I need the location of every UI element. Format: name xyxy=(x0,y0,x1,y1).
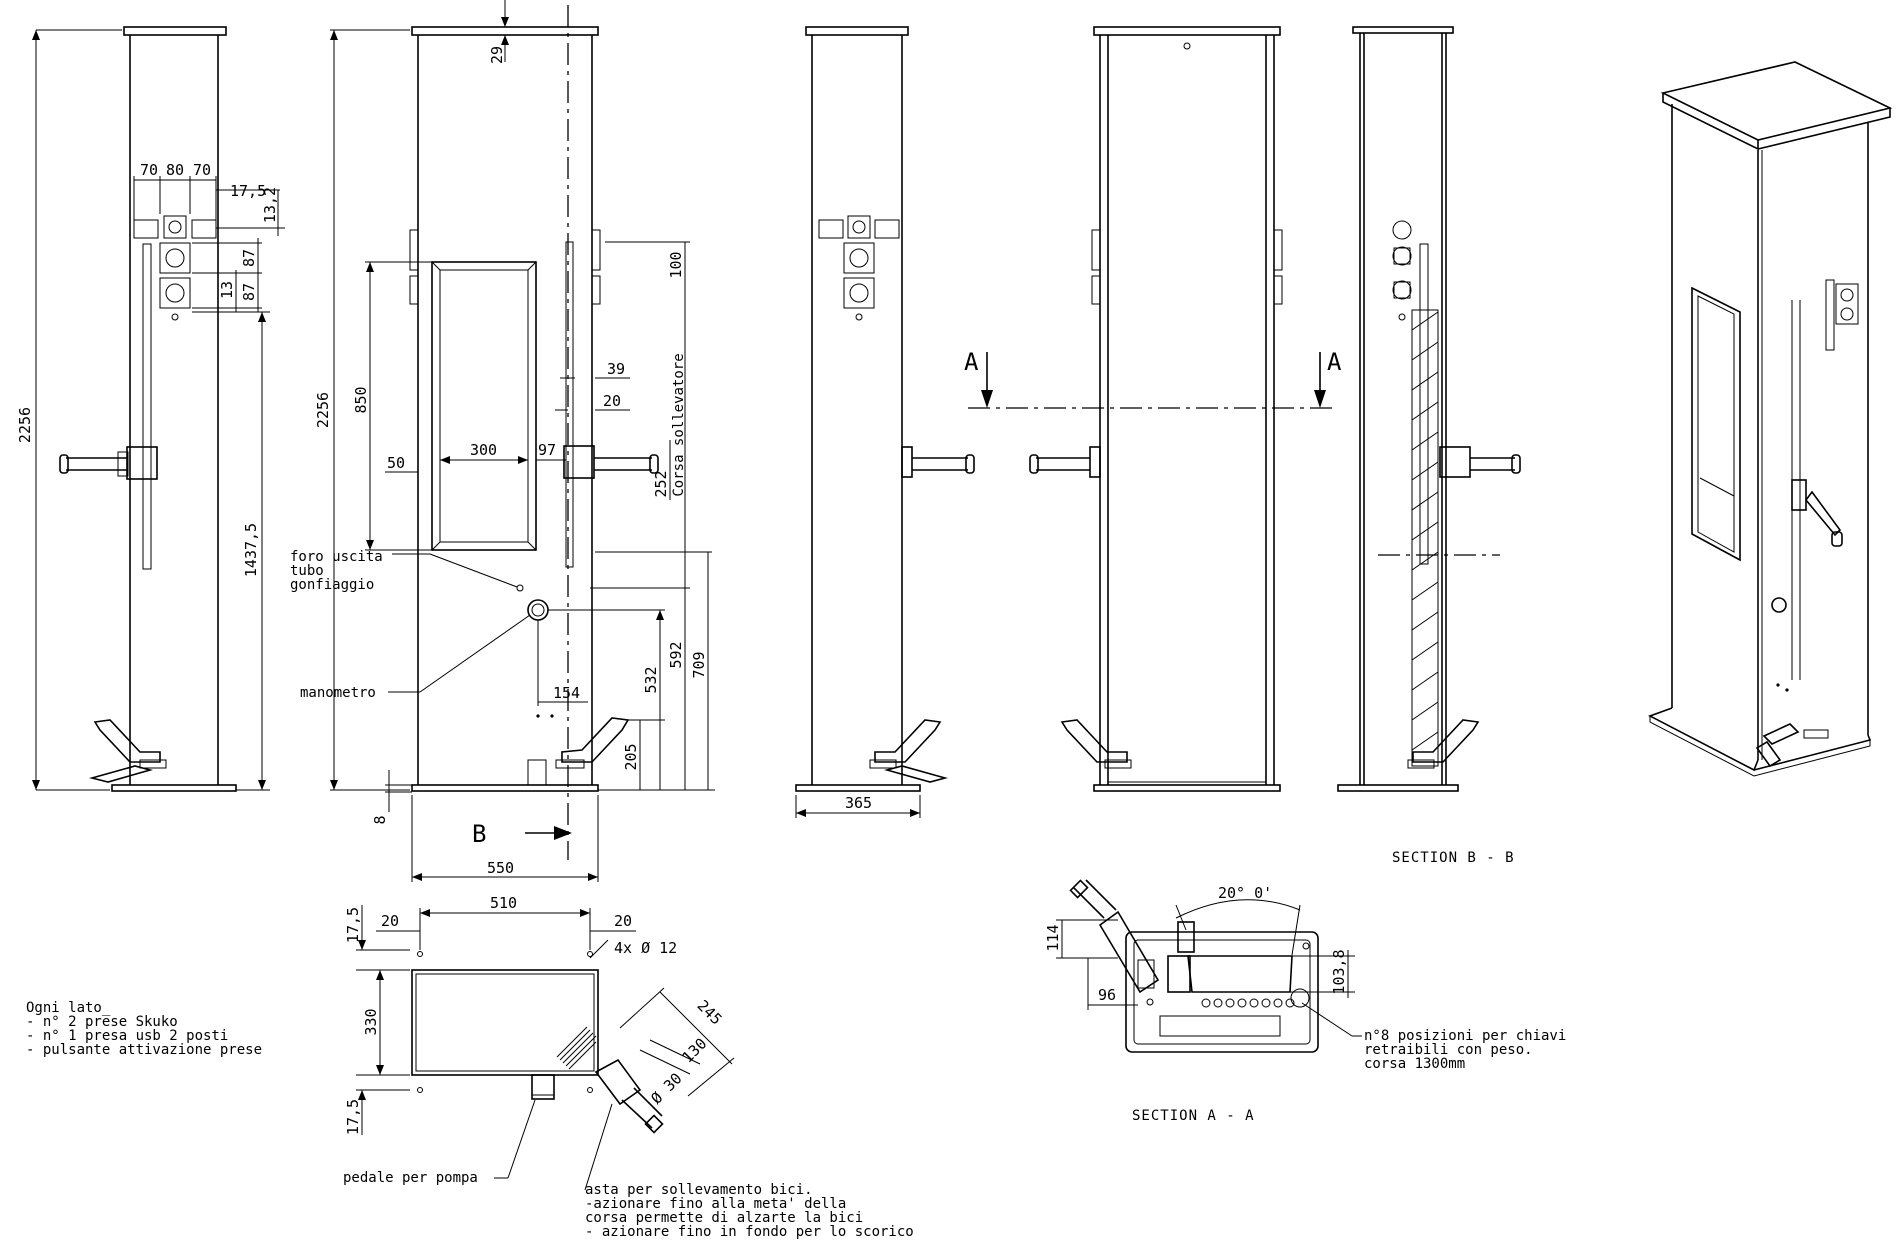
keys-label-2: retraibili con peso. xyxy=(1364,1042,1533,1058)
plan-callouts: pedale per pompa asta per sollevamento b… xyxy=(343,1099,914,1240)
dim-window-width: 300 xyxy=(470,441,497,459)
dim-socket-side: 17,5 xyxy=(230,182,266,200)
isometric-view xyxy=(1648,61,1893,777)
dim-h205: 205 xyxy=(622,743,640,770)
dim-lift-stroke: 252 xyxy=(652,470,670,497)
dim-width-550: 550 xyxy=(487,859,514,877)
plan-view xyxy=(411,951,664,1134)
dim-lift-d1: 39 xyxy=(607,360,625,378)
dim-width-365: 365 xyxy=(845,794,872,812)
view-b-label: B xyxy=(472,820,486,848)
asta-label-4: - azionare fino in fondo per lo scorico xyxy=(585,1224,914,1240)
notes-item-2: - n° 1 presa usb 2 posti xyxy=(26,1028,228,1044)
keys-label-1: n°8 posizioni per chiavi xyxy=(1364,1028,1566,1044)
dim-socket-w1: 70 xyxy=(140,161,158,179)
section-a-left: A xyxy=(964,348,979,376)
dim-front-height: 2256 xyxy=(16,407,34,443)
foro-label-1: foro uscita xyxy=(290,549,383,565)
plan-dimensions: 510 20 20 4x Ø 12 17,5 330 17,5 245 130 … xyxy=(344,894,735,1135)
dim-socket-w3: 70 xyxy=(193,161,211,179)
notes-item-1: - n° 2 prese Skuko xyxy=(26,1014,178,1030)
notes-title: Ogni lato_ xyxy=(26,1000,111,1016)
front-narrow-view: 365 xyxy=(795,26,975,818)
dim-handle-height: 1437,5 xyxy=(242,523,260,577)
foro-label-2: tubo xyxy=(290,563,324,579)
dim-lift-d2: 20 xyxy=(603,392,621,410)
dim-arm-245: 245 xyxy=(694,997,726,1029)
dim-h709: 709 xyxy=(690,651,708,678)
manometro-label: manometro xyxy=(300,685,376,701)
dim-sec-103: 103,8 xyxy=(1330,949,1348,994)
dim-sec-96: 96 xyxy=(1098,986,1116,1004)
side-dimensions: 2256 29 850 50 300 97 100 39 20 252 Cors… xyxy=(314,0,715,882)
dim-socket-gap: 13 xyxy=(218,281,236,299)
notes-item-3: - pulsante attivazione prese xyxy=(26,1042,262,1058)
dim-socket-h1: 87 xyxy=(240,249,258,267)
asta-label-3: corsa permette di alzarte la bici xyxy=(585,1210,863,1226)
side-view-callouts: foro uscita tubo gonfiaggio manometro xyxy=(290,549,531,701)
plan-holes: 4x Ø 12 xyxy=(614,939,677,957)
dim-top-offset: 29 xyxy=(488,46,506,64)
dim-sec-114: 114 xyxy=(1044,924,1062,951)
pedale-label: pedale per pompa xyxy=(343,1170,478,1186)
dim-side-height: 2256 xyxy=(314,392,332,428)
dim-window-right: 97 xyxy=(538,441,556,459)
front-view xyxy=(59,26,237,792)
dim-window-margin: 50 xyxy=(387,454,405,472)
dim-plan-175b: 17,5 xyxy=(344,1099,362,1135)
section-bb-label: SECTION B - B xyxy=(1392,850,1515,866)
section-aa-label: SECTION A - A xyxy=(1132,1108,1255,1124)
dim-sec-angle: 20° 0' xyxy=(1218,884,1272,902)
side-view xyxy=(409,5,659,860)
frame-view: A A xyxy=(964,26,1342,792)
section-a-right: A xyxy=(1327,348,1342,376)
notes-block: Ogni lato_ - n° 2 prese Skuko - n° 1 pre… xyxy=(26,1000,262,1058)
asta-label-1: asta per sollevamento bici. xyxy=(585,1182,813,1198)
front-dimensions: 2256 70 80 70 17,5 13,2 87 87 13 1437,5 xyxy=(16,29,285,791)
dim-plan-20b: 20 xyxy=(614,912,632,930)
section-bb-view: SECTION B - B xyxy=(1337,26,1521,866)
dim-arm-d30: Ø 30 xyxy=(647,1069,685,1107)
section-aa-view: 20° 0' 114 96 103,8 n°8 posizioni per ch… xyxy=(1044,879,1566,1124)
dim-h532: 532 xyxy=(642,666,660,693)
dim-plan-20a: 20 xyxy=(381,912,399,930)
dim-socket-top: 13,2 xyxy=(261,187,279,223)
dim-arm-130: 130 xyxy=(679,1035,711,1067)
foro-label-3: gonfiaggio xyxy=(290,577,374,593)
dim-gauge-offset: 154 xyxy=(553,684,580,702)
dim-window-height: 850 xyxy=(352,386,370,413)
dim-lift-top: 100 xyxy=(667,251,685,278)
dim-socket-w2: 80 xyxy=(166,161,184,179)
dim-plan-510: 510 xyxy=(490,894,517,912)
dim-plan-330: 330 xyxy=(362,1008,380,1035)
lift-stroke-label: Corsa sollevatore xyxy=(671,353,687,496)
dim-h592: 592 xyxy=(667,641,685,668)
dim-base-8: 8 xyxy=(371,815,389,824)
asta-label-2: -azionare fino alla meta' della xyxy=(585,1196,846,1212)
keys-label-3: corsa 1300mm xyxy=(1364,1056,1465,1072)
dim-plan-175a: 17,5 xyxy=(344,907,362,943)
dim-socket-h2: 87 xyxy=(240,283,258,301)
